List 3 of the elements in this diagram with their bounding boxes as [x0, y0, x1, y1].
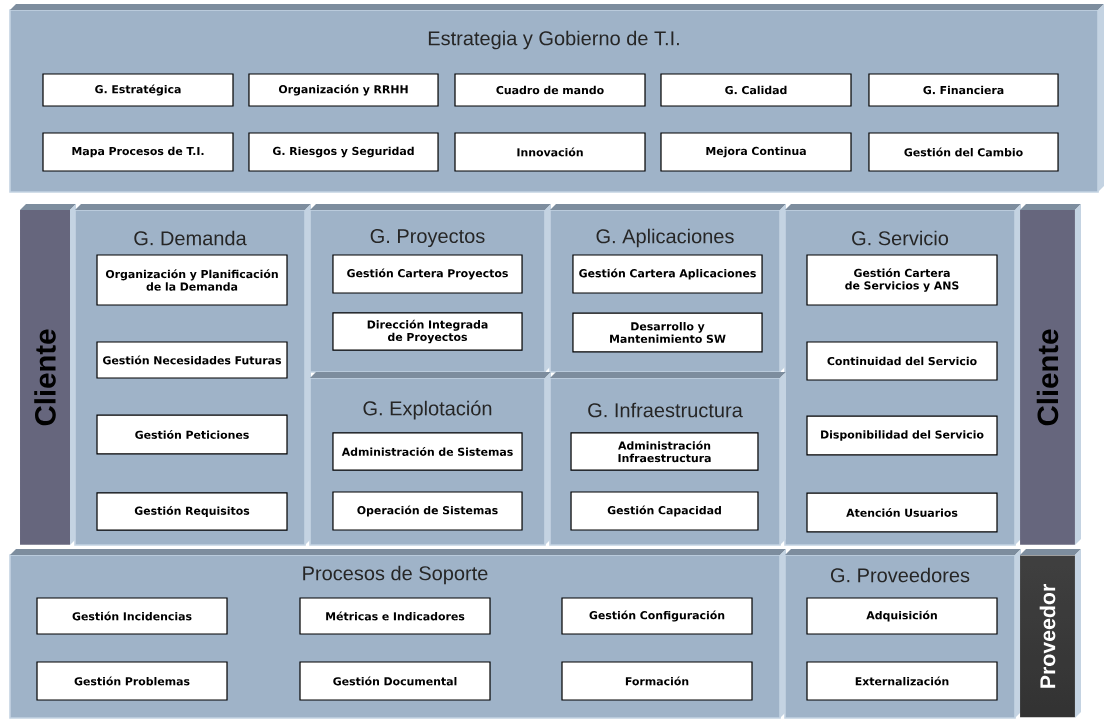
band-label: Cliente	[1036, 329, 1059, 426]
band-label: Proveedor	[1039, 584, 1056, 688]
band-label: Cliente	[34, 329, 56, 426]
